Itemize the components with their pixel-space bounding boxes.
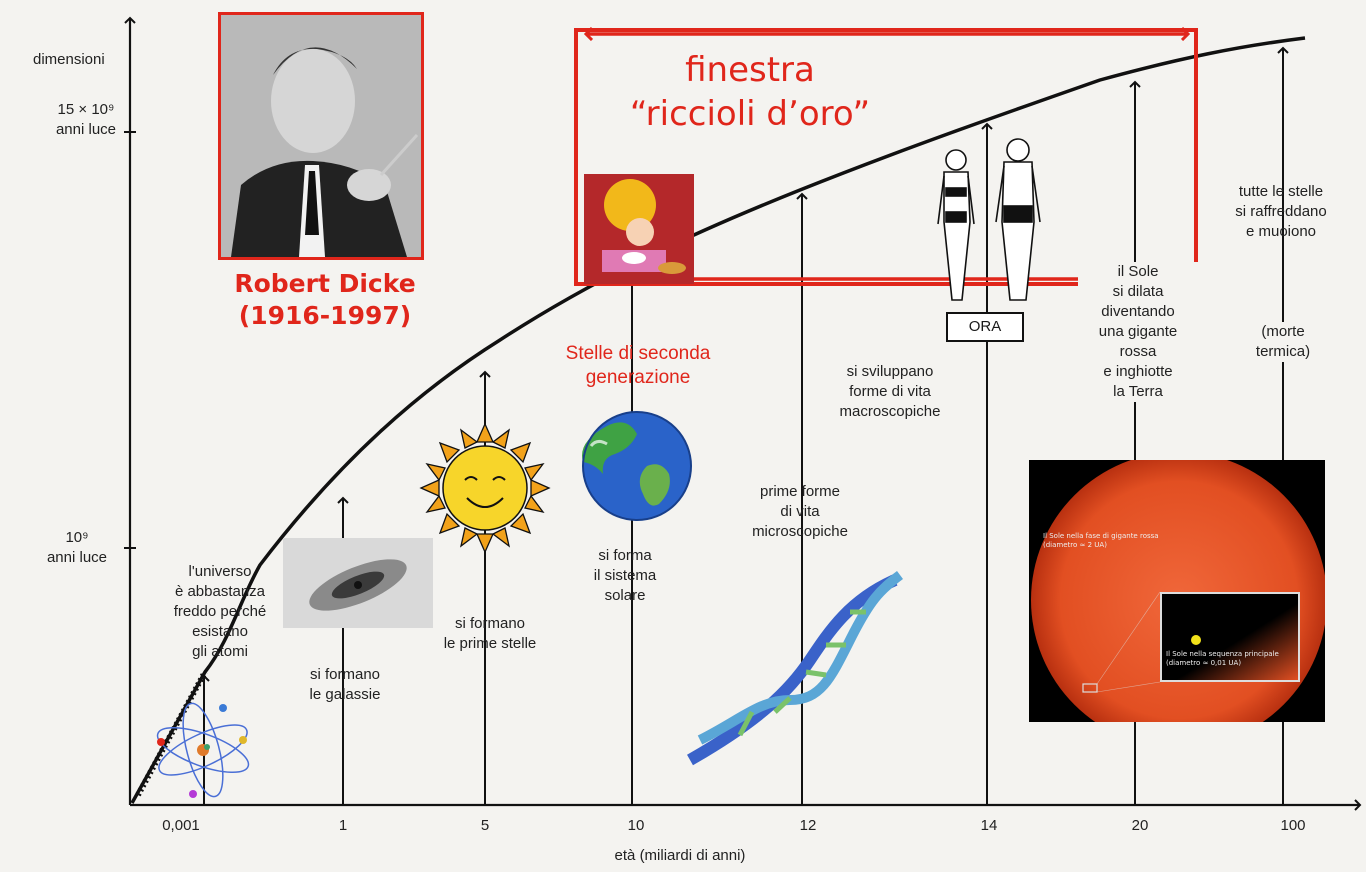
event-micro-life-label: prime forme di vita microscopiche [752,483,848,540]
person-name-block: Robert Dicke (1916-1997) [190,268,460,332]
red-giant-disk [1031,460,1325,722]
event-first-stars-label: si formano le prime stelle [443,615,537,652]
event-solar-system-label: si forma il sistema solare [593,547,657,604]
main-sequence-inset: Il Sole nella sequenza principale (diame… [1160,592,1300,682]
y-tick-mid-label: 10⁹ anni luce [46,529,108,566]
portrait-silhouette [221,15,421,257]
robert-dicke-photo [218,12,424,260]
now-label: ORA [946,312,1024,342]
y-tick-top-label: 15 × 10⁹ anni luce [55,101,117,138]
dna-icon [687,571,904,766]
x-tick-label: 14 [980,817,998,834]
event-galaxies-label: si formano le galassie [309,666,381,703]
event-heat-death-label: (morte termica) [1238,322,1328,362]
event-second-gen-label: Stelle di seconda generazione [565,343,711,388]
x-tick-label: 100 [1280,817,1306,834]
red-giant-caption: Il Sole nella fase di gigante rossa (dia… [1043,532,1159,549]
goldilocks-title-line2: “riccioli d’oro” [629,94,871,134]
x-tick-label: 20 [1131,817,1149,834]
sun-icon [419,422,551,554]
x-tick-label: 12 [799,817,817,834]
person-years: (1916-1997) [238,301,412,330]
x-axis-title: età (miliardi di anni) [614,847,746,864]
goldilocks-title-line1: finestra [685,50,815,90]
red-giant-sun-panel: Il Sole nella fase di gigante rossa (dia… [1029,460,1325,722]
earth-icon [582,411,692,521]
atom-icon [156,702,250,798]
event-atoms-label: l'universo è abbastanza freddo perché es… [173,563,267,660]
main-sequence-caption: Il Sole nella sequenza principale (diame… [1166,650,1279,667]
goldilocks-title: finestra “riccioli d’oro” [590,48,910,136]
galaxy-image [283,538,433,628]
goldilocks-image [584,174,694,284]
early-universe-dots [135,670,208,797]
y-axis-title: dimensioni [33,51,105,68]
x-tick-label: 1 [338,817,348,834]
person-name: Robert Dicke [234,269,416,298]
main-sequence-sun [1162,594,1298,680]
x-tick-label: 10 [627,817,645,834]
x-tick-label: 5 [480,817,490,834]
event-stars-die-label: tutte le stelle si raffreddano e muoiono [1235,183,1327,240]
x-tick-label: 0,001 [162,817,200,834]
event-macro-life-label: si sviluppano forme di vita macroscopich… [839,363,941,420]
event-red-giant-label: il Sole si dilata diventando una gigante… [1078,262,1198,402]
humans-image [937,138,1041,301]
